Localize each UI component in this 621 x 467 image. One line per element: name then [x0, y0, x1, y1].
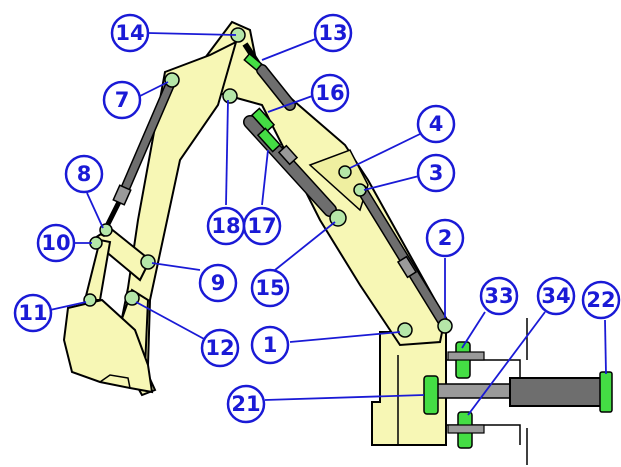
callout-3: 3 — [416, 153, 456, 193]
svg-text:12: 12 — [205, 336, 234, 360]
svg-text:10: 10 — [41, 231, 70, 255]
svg-text:9: 9 — [211, 271, 226, 295]
svg-text:16: 16 — [315, 81, 344, 105]
pivot-pins — [83, 27, 453, 338]
callout-11: 11 — [13, 293, 53, 333]
callout-10: 10 — [36, 223, 76, 263]
callout-21: 21 — [226, 384, 266, 424]
boom-lift-cylinder — [356, 184, 451, 331]
callout-16: 16 — [310, 73, 350, 113]
leader-lines — [49, 32, 607, 416]
bushing-21 — [423, 375, 439, 415]
svg-text:14: 14 — [115, 21, 144, 45]
pin-9 — [140, 254, 156, 270]
svg-text:1: 1 — [263, 333, 278, 357]
pin-1 — [397, 322, 413, 338]
svg-text:3: 3 — [429, 161, 444, 185]
callout-14: 14 — [110, 13, 150, 53]
swing-cylinder — [431, 371, 613, 413]
callout-15: 15 — [250, 268, 290, 308]
callout-7: 7 — [102, 80, 142, 120]
callout-9: 9 — [198, 263, 238, 303]
svg-text:8: 8 — [77, 162, 92, 186]
svg-text:7: 7 — [115, 88, 130, 112]
svg-text:18: 18 — [211, 214, 240, 238]
pin-7 — [164, 72, 180, 88]
pin-2 — [437, 318, 453, 334]
base-frame — [371, 318, 528, 465]
svg-text:33: 33 — [484, 284, 513, 308]
callout-33: 33 — [479, 276, 519, 316]
callout-18: 18 — [206, 206, 246, 246]
callout-12: 12 — [200, 328, 240, 368]
svg-text:2: 2 — [438, 226, 453, 250]
boom — [203, 20, 447, 347]
svg-text:11: 11 — [18, 301, 47, 325]
callout-8: 8 — [64, 154, 104, 194]
stick-cylinder — [242, 42, 296, 111]
pin-18 — [222, 88, 238, 104]
callout-17: 17 — [242, 206, 282, 246]
svg-text:4: 4 — [429, 112, 444, 136]
bushings — [423, 341, 485, 449]
callout-2: 2 — [425, 218, 465, 258]
svg-text:15: 15 — [255, 276, 284, 300]
svg-text:21: 21 — [231, 392, 260, 416]
bucket-cylinder — [99, 75, 177, 238]
callout-4: 4 — [416, 104, 456, 144]
callout-34: 34 — [536, 276, 576, 316]
svg-text:13: 13 — [318, 21, 347, 45]
svg-text:34: 34 — [541, 284, 570, 308]
bucket — [62, 298, 154, 394]
pin-11 — [83, 293, 97, 307]
boom-cylinder — [243, 107, 337, 217]
svg-text:17: 17 — [247, 214, 276, 238]
callouts: 14 13 7 16 4 3 8 18 — [13, 13, 621, 424]
pin-4 — [338, 165, 352, 179]
callout-1: 1 — [250, 325, 290, 365]
callout-22: 22 — [581, 280, 621, 320]
svg-text:22: 22 — [586, 288, 615, 312]
callout-13: 13 — [313, 13, 353, 53]
pin-12 — [124, 290, 140, 306]
